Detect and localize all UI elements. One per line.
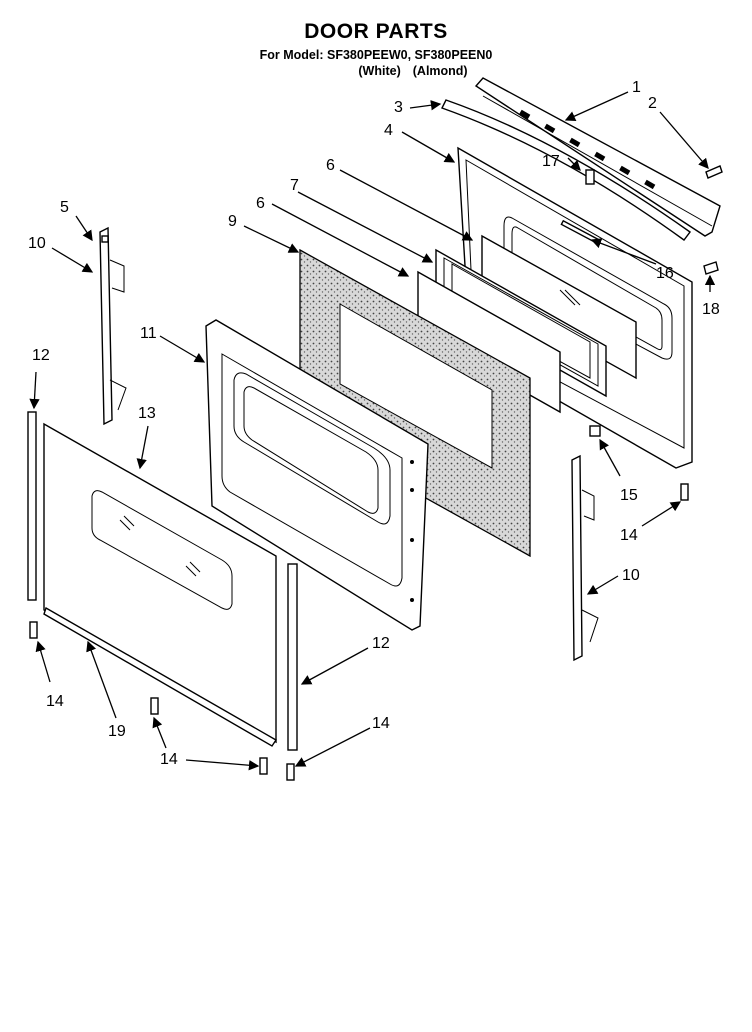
callout-5: 5 bbox=[60, 199, 69, 216]
callout-11: 11 bbox=[140, 325, 157, 342]
part-side-trim-left bbox=[27, 411, 37, 601]
callout-2: 2 bbox=[648, 95, 657, 112]
callout-10-right: 10 bbox=[622, 567, 640, 584]
part-hinge-right bbox=[571, 454, 583, 662]
part-door-frame bbox=[205, 319, 429, 631]
part-clip bbox=[589, 425, 601, 437]
callout-15: 15 bbox=[620, 487, 638, 504]
callout-14-bottom: 14 bbox=[160, 751, 178, 768]
callout-14-left: 14 bbox=[46, 693, 64, 710]
callout-13: 13 bbox=[138, 405, 156, 422]
callout-12-left: 12 bbox=[32, 347, 50, 364]
color-almond: (Almond) bbox=[412, 64, 468, 78]
callout-6-lower: 6 bbox=[256, 195, 265, 212]
callout-14-bottom-right: 14 bbox=[372, 715, 390, 732]
callout-19: 19 bbox=[108, 723, 126, 740]
callout-14-right: 14 bbox=[620, 527, 638, 544]
callout-17: 17 bbox=[542, 153, 560, 170]
leader-lines bbox=[29, 91, 716, 771]
callout-12-right: 12 bbox=[372, 635, 390, 652]
callout-18: 18 bbox=[702, 301, 720, 318]
part-outer-glass bbox=[43, 422, 277, 744]
diagram-title: DOOR PARTS bbox=[304, 20, 448, 43]
callout-4: 4 bbox=[384, 122, 393, 139]
model-colors: (White) (Almond) bbox=[0, 64, 752, 78]
model-numbers: For Model: SF380PEEW0, SF380PEEN0 bbox=[259, 48, 493, 62]
screw-icons bbox=[29, 165, 723, 781]
callout-6-upper: 6 bbox=[326, 157, 335, 174]
part-hinge-left bbox=[99, 226, 113, 426]
callout-16: 16 bbox=[656, 265, 674, 282]
glass-glare bbox=[559, 289, 581, 306]
part-bottom-trim bbox=[43, 606, 277, 747]
part-side-trim-right bbox=[287, 563, 298, 751]
callout-7: 7 bbox=[290, 177, 299, 194]
callout-1: 1 bbox=[632, 79, 641, 96]
color-white: (White) bbox=[358, 64, 401, 78]
part-door-handle bbox=[441, 99, 691, 241]
part-vent-trim bbox=[474, 77, 721, 237]
callout-9: 9 bbox=[228, 213, 237, 230]
callout-3: 3 bbox=[394, 99, 403, 116]
callout-10-left: 10 bbox=[28, 235, 46, 252]
